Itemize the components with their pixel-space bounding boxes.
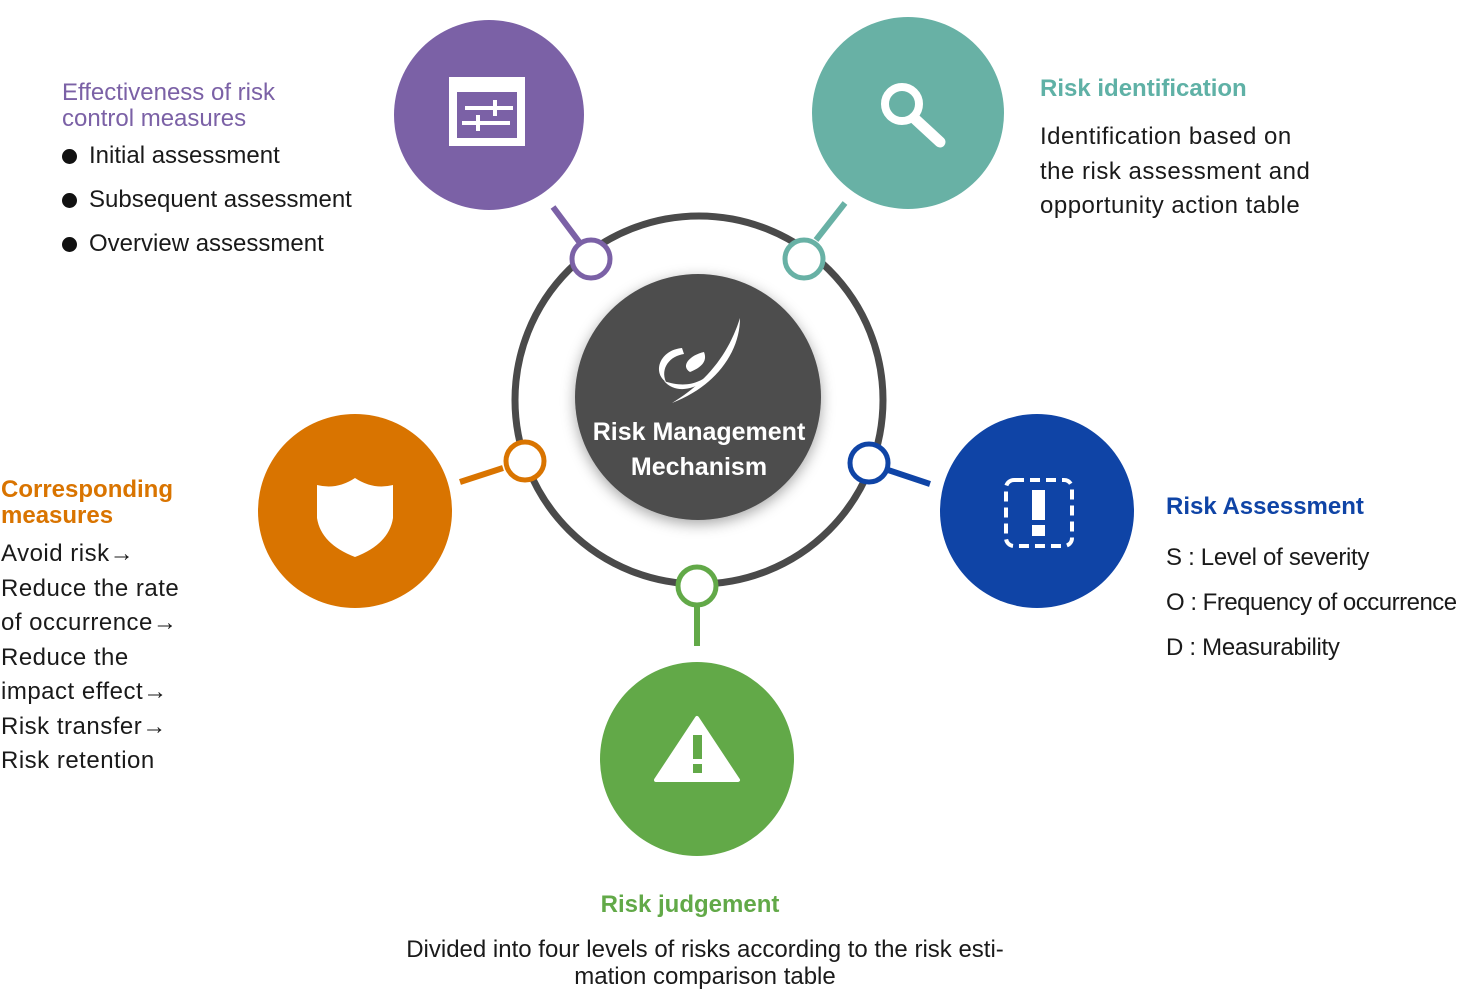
assessment-text: S : Level of severity O : Frequency of o… (1166, 535, 1477, 670)
identification-title: Risk identification (1040, 75, 1247, 102)
measures-line: of occurrence→ (1, 609, 178, 636)
warning-triangle-icon (654, 716, 740, 782)
judgement-block: Risk judgement Divided into four levels … (360, 892, 1050, 991)
measures-title: Corresponding measures (1, 477, 241, 529)
list-item-label: Overview assessment (89, 230, 324, 257)
measures-line: Risk retention (1, 747, 155, 774)
effectiveness-list: Initial assessment Subsequent assessment… (62, 144, 392, 256)
node-identification (782, 237, 826, 281)
assessment-line: D : Measurability (1166, 634, 1340, 661)
measures-line: Risk transfer→ (1, 712, 167, 740)
company-logo (659, 318, 740, 403)
center-label-line2: Mechanism (630, 453, 768, 481)
identification-line: the risk assessment and (1040, 157, 1311, 185)
assessment-line: O : Frequency of occurrence (1166, 589, 1457, 616)
node-effectiveness (569, 237, 613, 281)
connector-measures (459, 465, 504, 485)
center-circle (575, 274, 821, 520)
judgement-line: mation comparison table (574, 963, 836, 990)
effectiveness-title-line1: Effectiveness of risk (62, 79, 275, 106)
identification-line: Identification based on (1040, 123, 1292, 150)
measures-title-line2: measures (1, 502, 114, 529)
judgement-text: Divided into four levels of risks accord… (360, 936, 1050, 990)
measures-title-line1: Corresponding (1, 476, 173, 503)
judgement-title: Risk judgement (600, 891, 780, 918)
assessment-line: S : Level of severity (1166, 544, 1370, 571)
bullet-icon (62, 148, 77, 164)
list-item-label: Initial assessment (89, 142, 280, 169)
effectiveness-title-line2: control measures (62, 105, 247, 132)
node-assessment (847, 441, 891, 485)
connector-identification (813, 201, 848, 242)
center-label-line1: Risk Management (592, 418, 806, 446)
judgement-line: Divided into four levels of risks accord… (406, 936, 1004, 963)
connector-assessment (887, 467, 931, 487)
measures-text: Avoid risk→ Reduce the rate of occurrenc… (1, 537, 241, 779)
list-item: Initial assessment (62, 144, 392, 168)
measures-line: Avoid risk→ (1, 540, 135, 567)
identification-line: opportunity action table (1040, 192, 1301, 219)
assessment-block: Risk Assessment S : Level of severity O … (1166, 494, 1477, 670)
center-label: Risk Management Mechanism (576, 415, 822, 485)
measures-line: impact effect→ (1, 678, 168, 705)
effectiveness-title: Effectiveness of risk control measures (62, 80, 392, 132)
circle-identification (812, 17, 1004, 209)
bullet-icon (62, 192, 77, 208)
effectiveness-block: Effectiveness of risk control measures I… (62, 80, 392, 276)
list-item: Overview assessment (62, 232, 392, 256)
measures-line: Reduce the (1, 643, 129, 671)
list-item-label: Subsequent assessment (89, 186, 352, 213)
node-judgement (675, 564, 719, 608)
assessment-title: Risk Assessment (1166, 493, 1364, 520)
bullet-icon (62, 236, 77, 252)
exclamation-box-icon (1004, 478, 1074, 548)
measures-block: Corresponding measures Avoid risk→ Reduc… (1, 477, 241, 779)
sliders-panel-icon (449, 77, 525, 146)
measures-line: Reduce the rate (1, 574, 180, 602)
identification-block: Risk identification Identification based… (1040, 76, 1460, 224)
magnifier-icon (881, 83, 946, 148)
node-measures (503, 439, 547, 483)
identification-text: Identification based on the risk assessm… (1040, 120, 1460, 224)
list-item: Subsequent assessment (62, 188, 392, 212)
shield-icon (317, 478, 393, 557)
connector-effectiveness (550, 205, 583, 245)
